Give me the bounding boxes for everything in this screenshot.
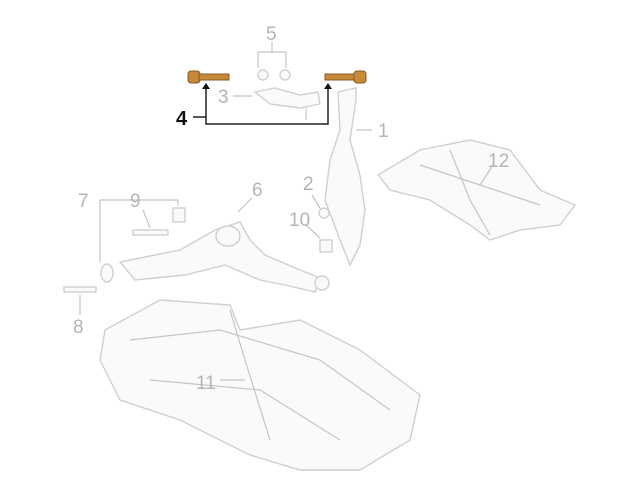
washer-part-7b (100, 263, 114, 283)
callout-12: 12 (488, 151, 509, 172)
bolt-part-9 (132, 229, 169, 236)
nut-part-5a (257, 69, 269, 81)
callout-8: 8 (73, 317, 84, 338)
callout-6: 6 (252, 180, 263, 201)
nut-part-2 (318, 207, 330, 219)
washer-part-7a (172, 207, 186, 223)
bushing-part-10 (319, 239, 333, 253)
bolt-part-4-left (187, 70, 230, 84)
callout-5: 5 (266, 24, 277, 45)
callout-1: 1 (378, 121, 389, 142)
callout-9: 9 (130, 191, 141, 212)
callout-3: 3 (218, 87, 229, 108)
upper-arm-part-3 (253, 87, 321, 120)
nut-part-5b (279, 69, 291, 81)
lower-arm-part-6 (118, 221, 330, 293)
callout-7: 7 (78, 191, 89, 212)
bolt-part-4-right (324, 70, 367, 84)
crossmember-part-12 (376, 139, 577, 241)
knuckle-part-1 (324, 87, 366, 267)
callout-4: 4 (176, 108, 188, 130)
callout-11: 11 (196, 373, 216, 394)
callout-10: 10 (289, 210, 310, 231)
callout-2: 2 (303, 174, 314, 195)
bolt-part-8 (63, 286, 97, 293)
subframe-part-11 (99, 299, 421, 471)
